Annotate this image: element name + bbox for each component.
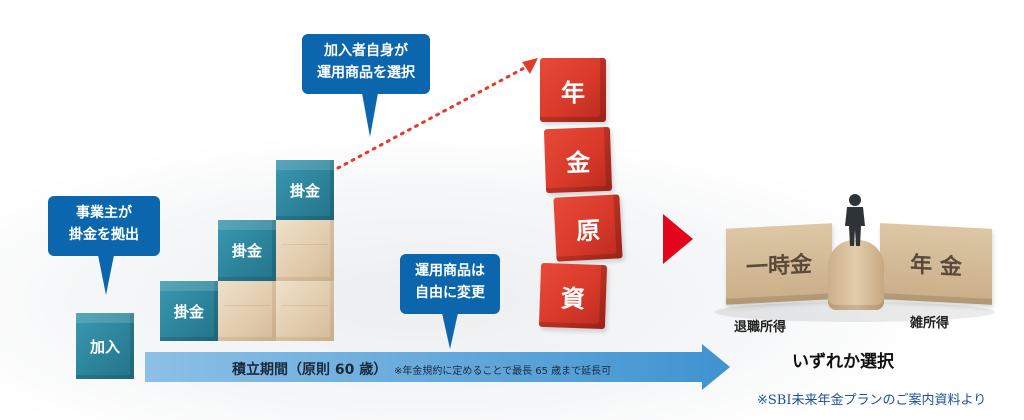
timeline-arrow <box>145 344 730 390</box>
contribution-block-1: 掛金 <box>160 281 218 341</box>
choice-label: いずれか選択 <box>792 352 894 372</box>
member-callout: 加入者自身が 運用商品を選択 <box>302 34 430 94</box>
accumulation-period-label: 積立期間（原則 60 歳） <box>232 362 388 378</box>
products-callout: 運用商品は 自由に変更 <box>400 254 500 314</box>
contribution-label-1: 掛金 <box>173 302 204 321</box>
contribution-block-2: 掛金 <box>218 220 276 281</box>
employer-callout-line-1: 事業主が <box>76 205 132 221</box>
wood-block <box>218 281 276 341</box>
pension-tax-label: 雑所得 <box>910 316 950 331</box>
person-silhouette-icon <box>845 194 865 246</box>
source-note: ※SBI未来年金プランのご案内資料より <box>757 393 987 408</box>
employer-callout-line-2: 掛金を拠出 <box>69 227 139 243</box>
lump-sum-tax-label: 退職所得 <box>734 320 787 335</box>
wood-block <box>276 220 334 281</box>
member-callout-line-1: 加入者自身が <box>324 43 408 59</box>
member-callout-line-2: 運用商品を選択 <box>317 65 415 81</box>
red-pointer-triangle <box>663 214 693 264</box>
join-block: 加入 <box>76 313 134 379</box>
pension-fund-block-1: 年 <box>540 58 606 122</box>
employer-callout-tail <box>98 255 114 295</box>
contribution-block-3: 掛金 <box>276 160 334 220</box>
contribution-label-3: 掛金 <box>289 181 320 200</box>
products-callout-line-1: 運用商品は <box>415 263 485 279</box>
extension-note: ※年金規約に定めることで最長 65 歳まで延長可 <box>394 366 612 377</box>
dotted-line-arrowhead <box>522 58 538 74</box>
member-callout-tail <box>362 93 378 137</box>
products-callout-line-2: 自由に変更 <box>415 285 485 301</box>
products-callout-tail <box>442 313 458 349</box>
wood-block <box>276 281 334 341</box>
pedestal <box>828 240 884 310</box>
join-label: 加入 <box>89 337 120 356</box>
contribution-label-2: 掛金 <box>231 242 262 260</box>
pedestal-shadow <box>715 302 995 322</box>
employer-callout: 事業主が 掛金を拠出 <box>48 196 160 256</box>
stack-char-1: 年 <box>561 78 585 107</box>
